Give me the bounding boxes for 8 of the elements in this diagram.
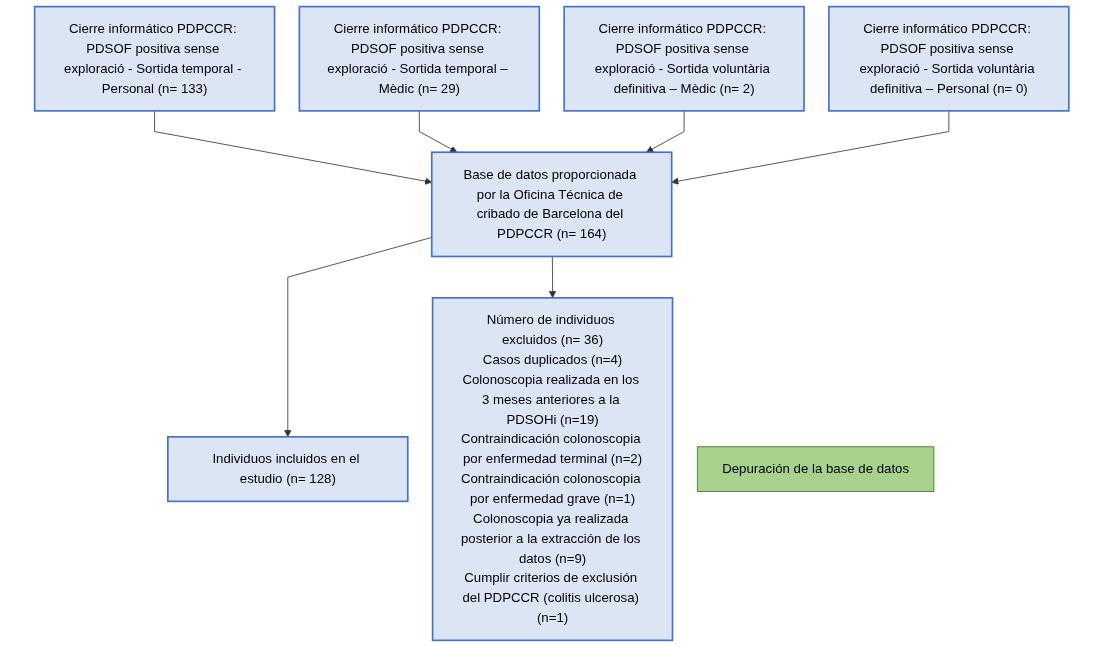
- node-box: Base de datos proporcionada por la Oficina Técnica de cribado de Barcelona del PDPCCR (n= 164): [430, 151, 673, 258]
- node-box: Depuración de la base de datos: [696, 446, 935, 492]
- node-box: Individuos incluidos en el estudio (n= 128): [166, 436, 409, 503]
- node-box: Cierre informático PDPCCR: PDSOF positiva sense exploració - Sortida voluntària definitiva – Mèdic (n= 2): [563, 5, 805, 112]
- node-box: Cierre informático PDPCCR: PDSOF positiva sense exploració - Sortida temporal – Mèdic (n= 29): [298, 5, 540, 112]
- node-box: Número de individuos excluidos (n= 36) Casos duplicados (n=4) Colonoscopia realizada en los 3 meses anteriores a la PDSOHi (n=19) Contraindicación colonoscopia por enfermedad terminal (n=2) Contraindicación colonoscopia por enfermedad grave (n=1) Colonoscopia ya realizada posterior a la extracción de los datos (n=9) Cumplir criterios de exclusión del PDPCCR (colitis ulcerosa) (n=1): [431, 297, 674, 642]
- node-box: Cierre informático PDPCCR: PDSOF positiva sense exploració - Sortida temporal - Personal (n= 133): [33, 5, 276, 112]
- node-box: Cierre informático PDPCCR: PDSOF positiva sense exploració - Sortida voluntària definitiva – Personal (n= 0): [827, 5, 1070, 112]
